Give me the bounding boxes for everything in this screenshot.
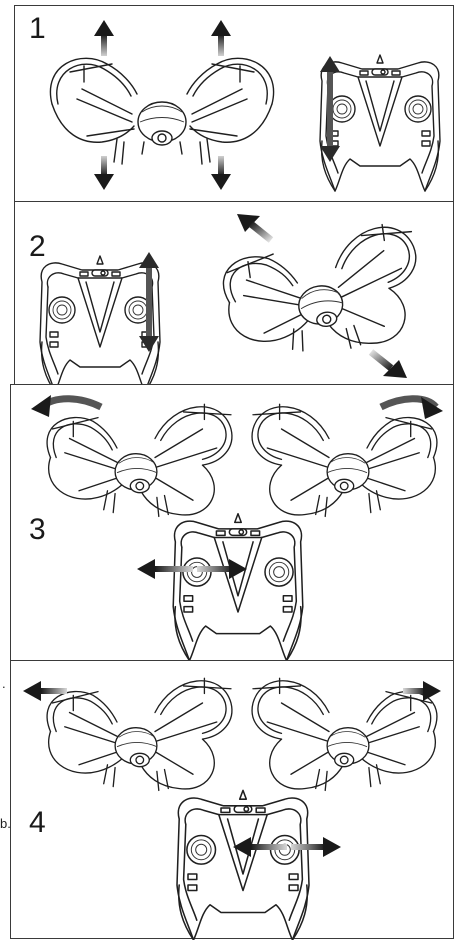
step-2-panel: 2	[14, 201, 454, 386]
margin-mark: .	[2, 676, 6, 691]
drone-icon	[252, 404, 437, 516]
drone-icon	[50, 58, 273, 164]
remote-controller-icon	[40, 256, 160, 392]
rotation-arrow-icon	[31, 395, 443, 419]
drone-icon	[218, 221, 427, 365]
step-1-illustration	[15, 6, 454, 203]
remote-controller-icon	[320, 55, 440, 191]
step-3-illustration	[11, 385, 454, 663]
step-3-panel: 3	[10, 384, 454, 662]
remote-controller-icon	[177, 790, 309, 940]
drone-icon	[252, 678, 437, 790]
remote-controller-icon	[173, 514, 303, 661]
direction-arrow-icon	[23, 681, 441, 701]
margin-mark: b.	[0, 816, 11, 831]
step-4-panel: 4	[10, 660, 454, 939]
drone-icon	[47, 678, 232, 790]
step-1-panel: 1	[14, 5, 454, 202]
step-2-illustration	[15, 202, 454, 387]
step-4-illustration	[11, 661, 454, 940]
drone-icon	[47, 404, 232, 516]
